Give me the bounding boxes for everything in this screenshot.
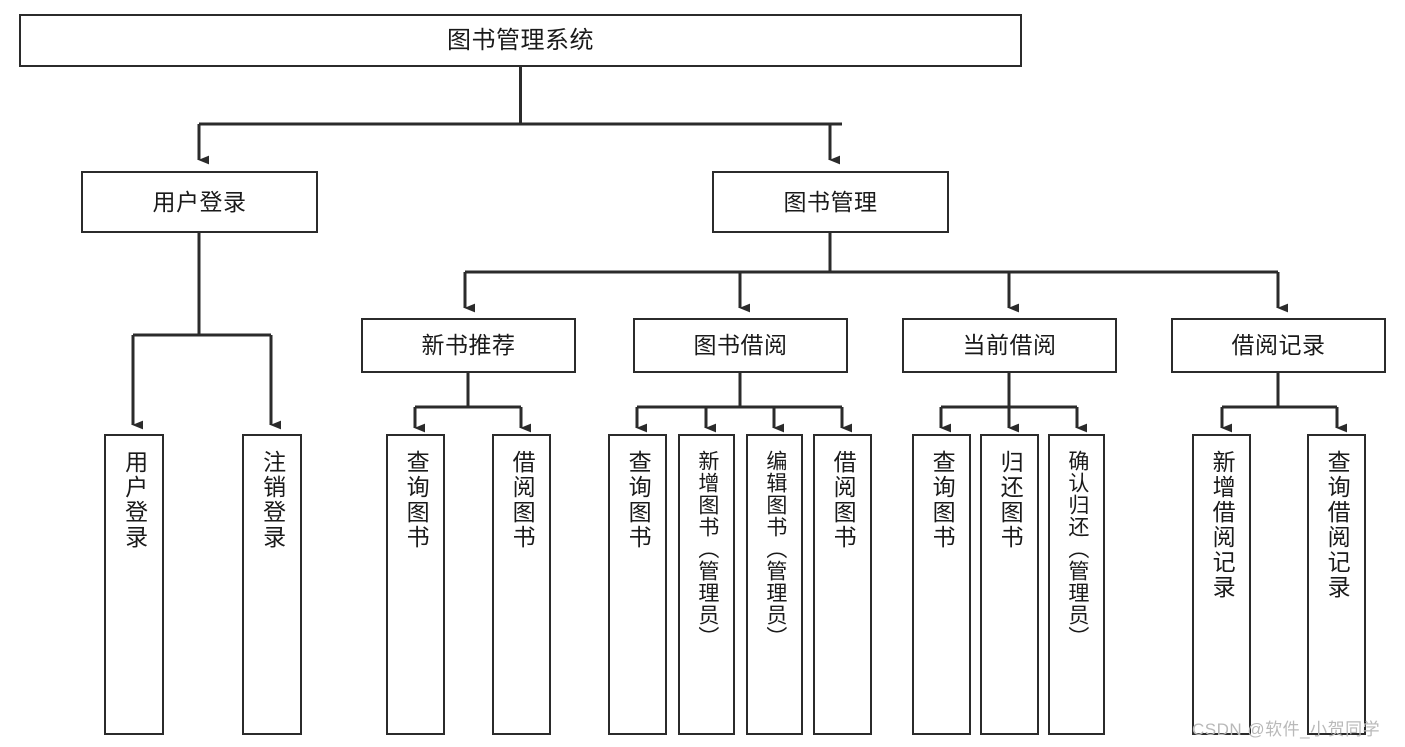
node-label: 注销登录 [259,450,286,550]
node-book-management[interactable]: 图书管理 [712,171,949,233]
node-leaf-user-login[interactable]: 用户登录 [104,434,164,735]
node-label: 查询图书 [403,450,430,550]
node-label: 用户登录 [152,188,247,215]
node-label: 借阅图书 [509,450,536,550]
node-new-book-recommend[interactable]: 新书推荐 [361,318,576,373]
node-leaf-query-borrow-record[interactable]: 查询借阅记录 [1307,434,1366,735]
node-label: 查询图书 [929,450,956,550]
node-label: 归还图书 [997,450,1024,550]
node-label: 借阅记录 [1231,332,1326,359]
node-borrow-record[interactable]: 借阅记录 [1171,318,1386,373]
node-leaf-add-borrow-record[interactable]: 新增借阅记录 [1192,434,1251,735]
node-label: 新增借阅记录 [1209,450,1236,600]
node-leaf-add-book[interactable]: 新增图书（管理员） [678,434,735,735]
node-label: 查询图书 [625,450,652,550]
node-label: 借阅图书 [830,450,857,550]
node-leaf-query-book-borrow[interactable]: 查询图书 [608,434,667,735]
node-label: 用户登录 [121,450,148,550]
node-label: 图书管理 [783,188,878,215]
node-book-borrow[interactable]: 图书借阅 [633,318,848,373]
node-leaf-return-book[interactable]: 归还图书 [980,434,1039,735]
node-label: 图书管理系统 [447,26,594,54]
node-leaf-confirm-return[interactable]: 确认归还（管理员） [1048,434,1105,735]
node-leaf-query-book-recommend[interactable]: 查询图书 [386,434,445,735]
node-label: 编辑图书（管理员） [763,450,787,648]
watermark-text: CSDN @软件_小贺同学 [1192,720,1381,739]
node-label: 查询借阅记录 [1324,450,1351,600]
node-label: 当前借阅 [962,332,1057,359]
node-user-login[interactable]: 用户登录 [81,171,318,233]
node-current-borrow[interactable]: 当前借阅 [902,318,1117,373]
node-leaf-borrow-book-recommend[interactable]: 借阅图书 [492,434,551,735]
node-root-system[interactable]: 图书管理系统 [19,14,1022,67]
node-leaf-query-book-current[interactable]: 查询图书 [912,434,971,735]
node-leaf-edit-book[interactable]: 编辑图书（管理员） [746,434,803,735]
node-label: 新书推荐 [421,332,516,359]
node-label: 图书借阅 [693,332,788,359]
node-label: 确认归还（管理员） [1065,450,1089,648]
node-leaf-borrow-book[interactable]: 借阅图书 [813,434,872,735]
node-label: 新增图书（管理员） [695,450,719,648]
node-leaf-user-logout[interactable]: 注销登录 [242,434,302,735]
